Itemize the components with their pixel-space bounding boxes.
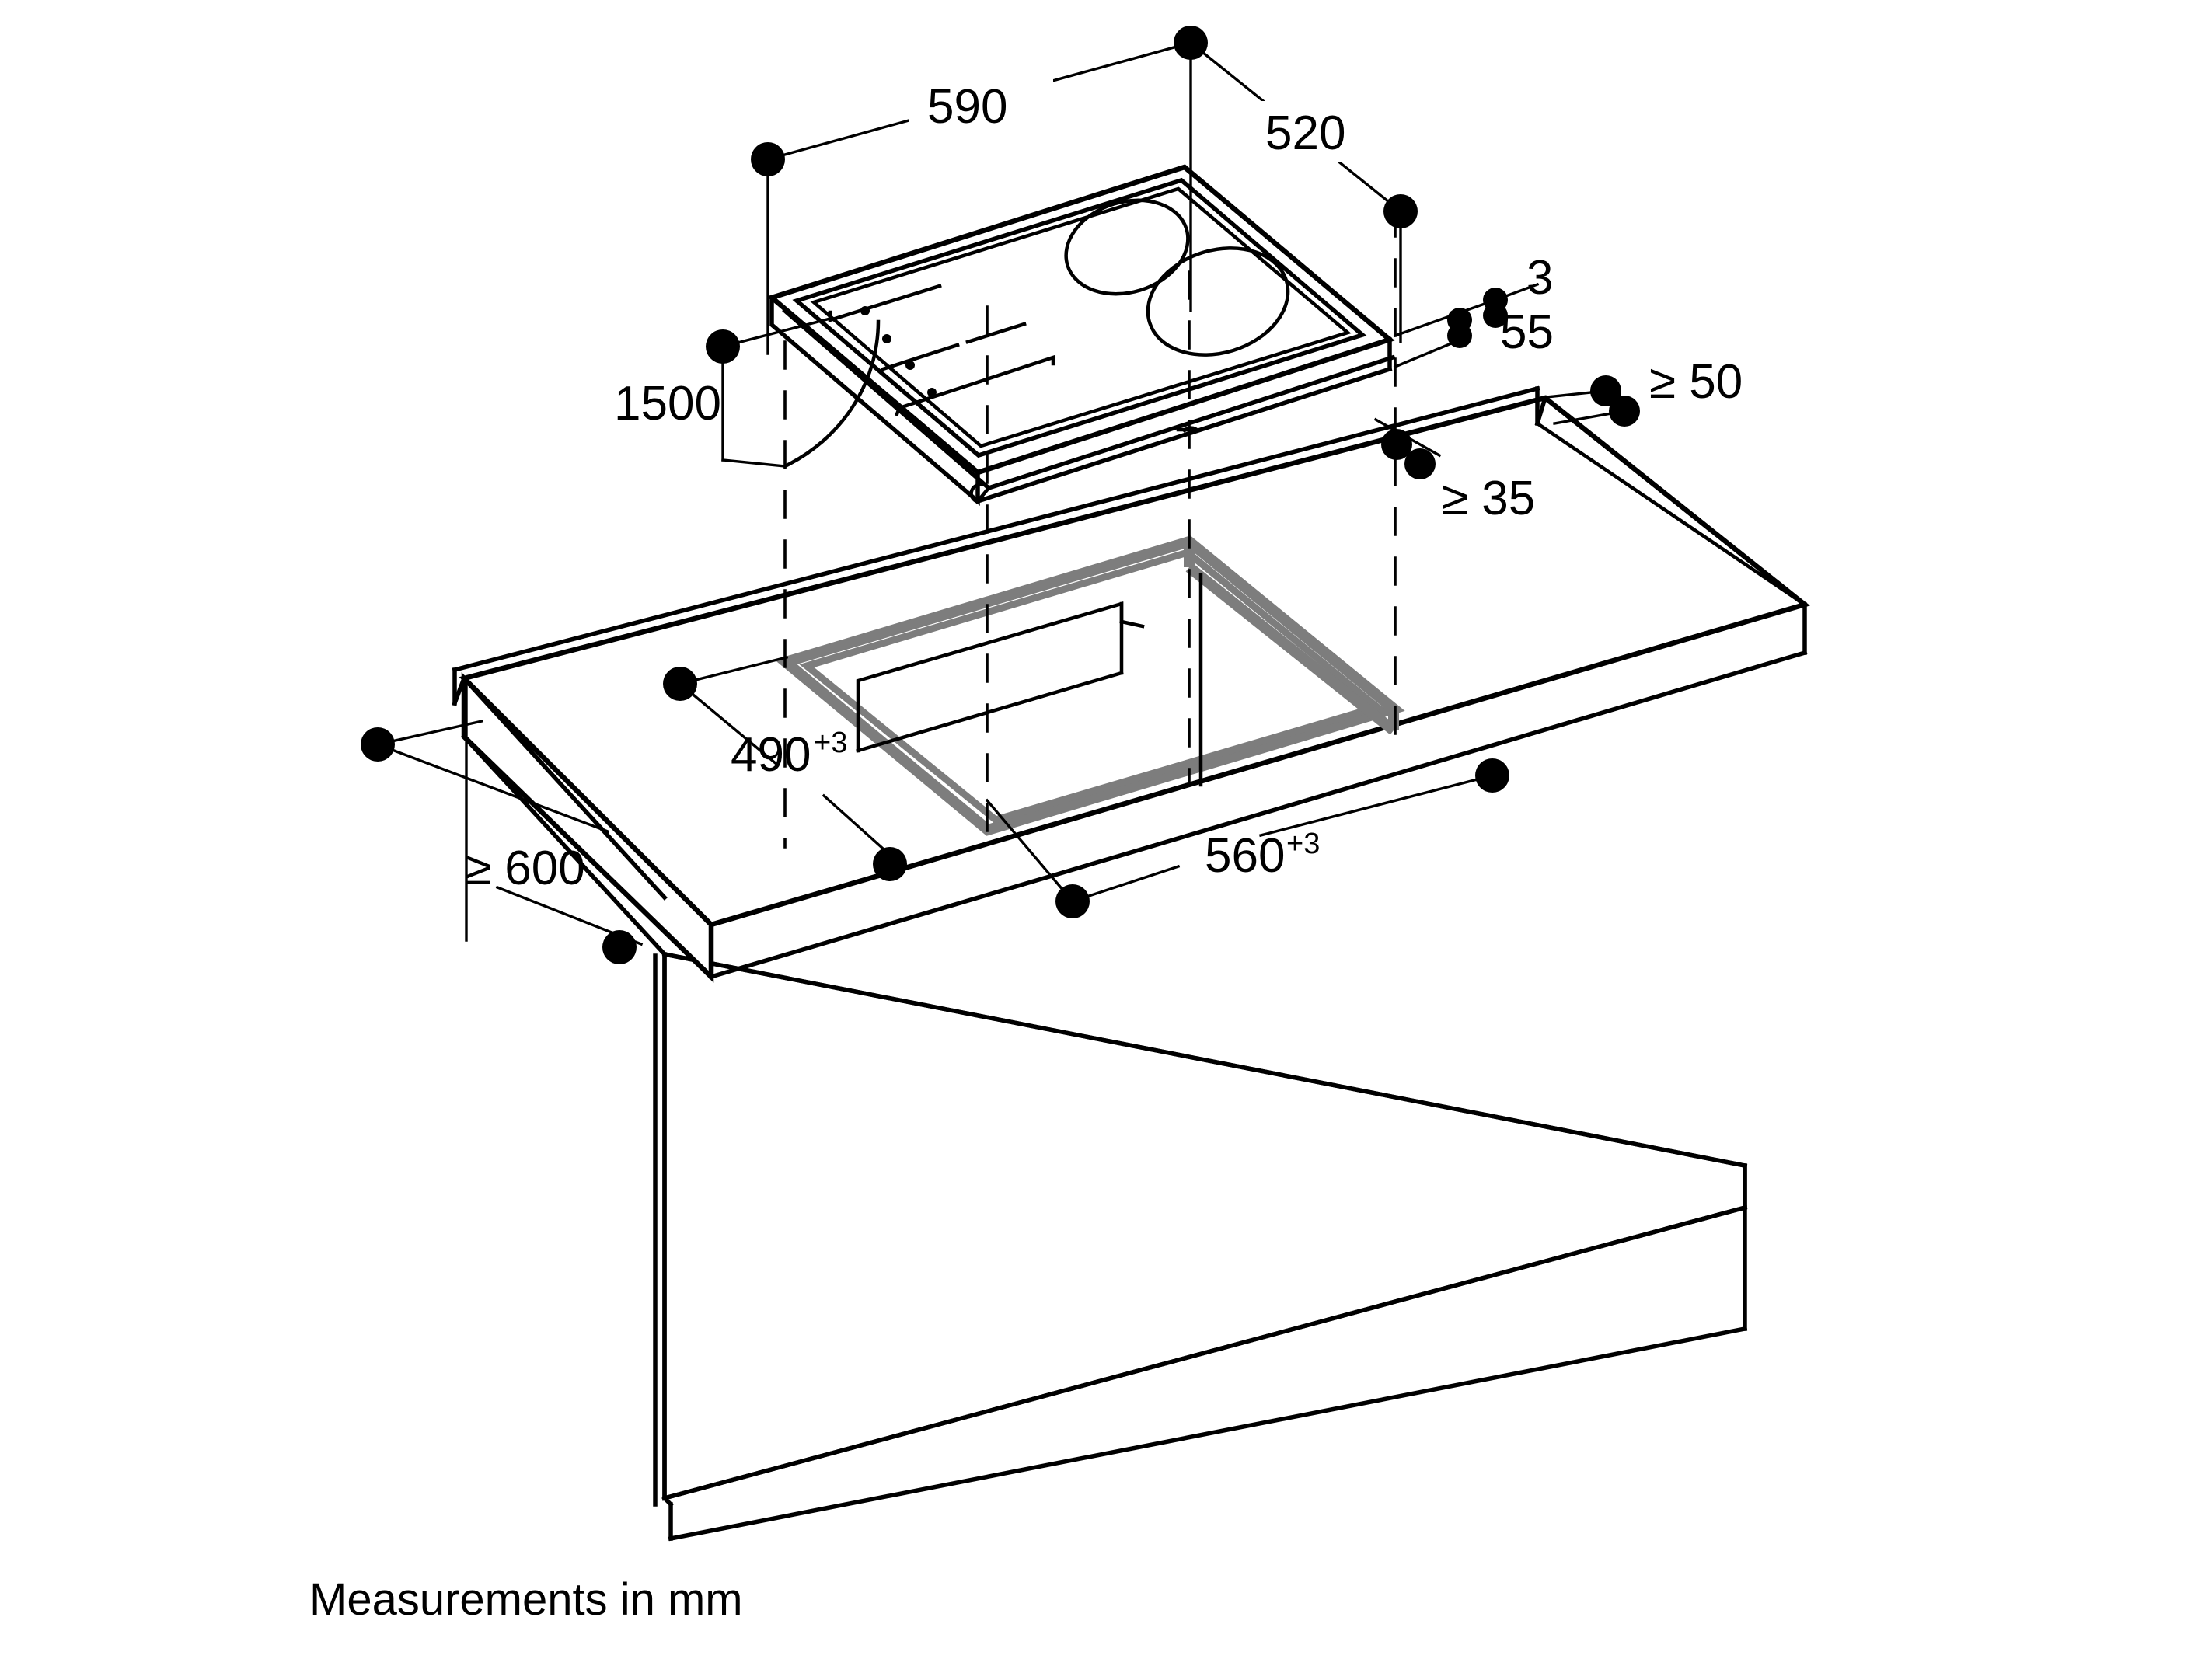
dimension-1500: 1500: [614, 316, 881, 469]
dim-endpoint-dot: [1483, 303, 1508, 328]
dimension-520: 520: [1188, 40, 1418, 343]
worktop-cutout: [774, 535, 1405, 836]
cooking-zone-rear-right: [1064, 198, 1190, 296]
dimension-label-590: 590: [927, 80, 1007, 134]
dim-endpoint-dot: [1404, 448, 1436, 479]
dimension-label-55: 55: [1500, 305, 1554, 359]
dimension-label-min-50: ≥ 50: [1649, 355, 1743, 409]
measurements-unit-note: Measurements in mm: [309, 1574, 743, 1625]
induction-hob: [766, 164, 1396, 506]
dimension-label-520: 520: [1265, 106, 1345, 160]
base-cabinet: [653, 951, 1748, 1542]
dimension-min-50: ≥ 50: [1545, 355, 1743, 427]
dimension-label-min-600: ≥ 600: [465, 842, 585, 895]
dimension-490: 490 +3: [663, 655, 907, 881]
cooking-zone-front-right: [1146, 246, 1290, 357]
dim-endpoint-dot: [751, 142, 785, 176]
kitchen-worktop: [452, 385, 1810, 983]
dim-endpoint-dot: [873, 847, 907, 881]
dimension-55: 55: [1393, 305, 1554, 369]
dim-endpoint-dot: [1381, 429, 1412, 460]
cutout-notch: [856, 601, 1145, 753]
dim-endpoint-dot: [663, 667, 697, 701]
dimension-label-1500: 1500: [614, 377, 721, 430]
cabinet-plinth: [661, 1204, 1748, 1542]
dimension-590: 590: [751, 26, 1208, 355]
dim-endpoint-dot: [1475, 758, 1509, 793]
dim-endpoint-dot: [706, 329, 740, 364]
dimension-tolerance-560: +3: [1286, 828, 1320, 860]
dimension-min-600: ≥ 600: [361, 677, 644, 964]
hob-control-markings: [828, 284, 1055, 416]
dimension-label-490: 490: [731, 728, 811, 782]
dimension-label-min-35: ≥ 35: [1442, 472, 1535, 525]
dimension-min-35: ≥ 35: [1373, 417, 1535, 525]
dimension-label-560: 560: [1205, 829, 1285, 883]
dim-endpoint-dot: [602, 930, 637, 964]
dim-endpoint-dot: [361, 727, 395, 762]
projection-lines: [783, 208, 1397, 849]
dimension-560: 560 +3: [985, 758, 1509, 918]
dimension-label-3: 3: [1526, 251, 1553, 305]
dim-endpoint-dot: [1609, 396, 1640, 427]
dim-endpoint-dot: [1383, 194, 1418, 228]
dim-endpoint-dot: [1055, 884, 1090, 918]
dim-endpoint-dot: [1590, 375, 1621, 406]
dimension-tolerance-490: +3: [814, 727, 847, 759]
